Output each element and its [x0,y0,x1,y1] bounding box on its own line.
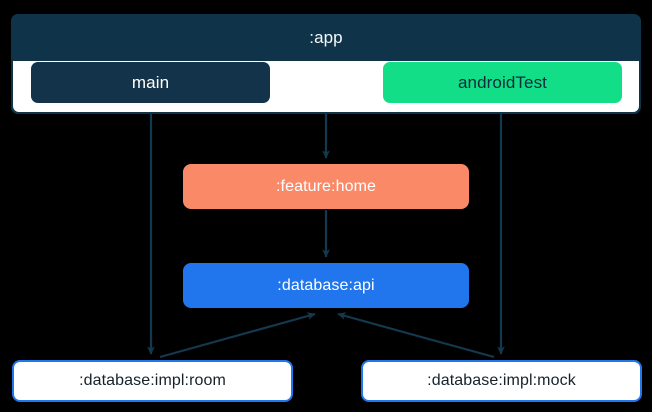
edge-mock-to-database-api [337,312,495,359]
node-database-impl-room[interactable]: :database:impl:room [12,360,293,402]
cluster-app-title: :app [309,28,343,47]
node-database-api[interactable]: :database:api [183,263,469,308]
edge-room-to-database-api [159,312,316,359]
node-android-test[interactable]: androidTest [383,62,622,103]
node-main[interactable]: main [31,62,270,103]
node-database-impl-mock[interactable]: :database:impl:mock [361,360,642,402]
node-feature-home[interactable]: :feature:home [183,164,469,209]
